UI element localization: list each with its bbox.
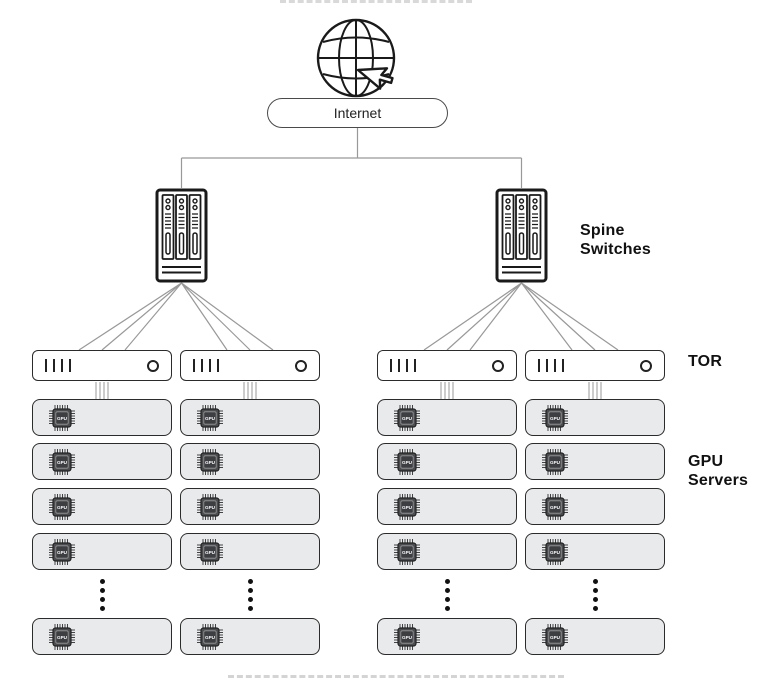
spine-switches-label: Spine Switches — [580, 222, 651, 258]
gpu-server — [32, 533, 172, 570]
ellipsis-more-servers — [32, 579, 172, 615]
port-ticks — [45, 359, 71, 372]
tor-switch — [525, 350, 665, 381]
gpu-server — [180, 618, 320, 655]
gpu-chip-icon — [392, 492, 422, 522]
gpu-chip-icon — [47, 403, 77, 433]
gpu-server — [525, 488, 665, 525]
led-port-icon — [640, 359, 652, 372]
gpu-server — [377, 488, 517, 525]
tor-switch — [32, 350, 172, 381]
gpu-chip-icon — [392, 403, 422, 433]
gpu-chip-icon — [540, 447, 570, 477]
gpu-chip-icon — [195, 492, 225, 522]
gpu-chip-icon — [540, 537, 570, 567]
tor-switch — [180, 350, 320, 381]
led-port-icon — [492, 359, 504, 372]
gpu-chip-icon — [392, 622, 422, 652]
gpu-chip-icon — [195, 447, 225, 477]
spine-switch-right-icon — [495, 188, 548, 283]
gpu-chip-icon — [540, 492, 570, 522]
gpu-server — [180, 399, 320, 436]
gpu-servers-label: GPU Servers — [688, 453, 749, 489]
gpu-server — [525, 399, 665, 436]
internet-node: Internet — [267, 98, 448, 128]
ellipsis-more-servers — [377, 579, 517, 615]
gpu-chip-icon — [195, 622, 225, 652]
bottom-dashed-edge — [228, 675, 564, 678]
cursor-arrow-icon — [356, 67, 394, 90]
gpu-server — [32, 488, 172, 525]
internet-label: Internet — [333, 105, 382, 121]
gpu-server — [377, 533, 517, 570]
port-ticks — [390, 359, 416, 372]
tor-label: TOR — [688, 353, 723, 370]
gpu-server — [525, 618, 665, 655]
gpu-server — [377, 399, 517, 436]
spine-fanout-left — [78, 282, 274, 351]
gpu-server — [525, 443, 665, 480]
spine-switch-left-icon — [155, 188, 208, 283]
port-ticks — [193, 359, 219, 372]
gpu-chip-icon — [195, 403, 225, 433]
gpu-chip-icon — [47, 537, 77, 567]
gpu-server — [525, 533, 665, 570]
tor-switch — [377, 350, 517, 381]
gpu-server — [180, 533, 320, 570]
gpu-chip-icon — [47, 492, 77, 522]
internet-to-spine-tree — [180, 128, 523, 188]
top-dashed-edge — [280, 0, 472, 3]
gpu-server — [32, 399, 172, 436]
port-ticks — [538, 359, 564, 372]
gpu-chip-icon — [392, 447, 422, 477]
gpu-chip-icon — [47, 447, 77, 477]
gpu-chip-icon — [195, 537, 225, 567]
gpu-server — [32, 443, 172, 480]
gpu-server — [377, 443, 517, 480]
gpu-server — [377, 618, 517, 655]
gpu-server — [180, 488, 320, 525]
gpu-chip-icon — [540, 403, 570, 433]
led-port-icon — [295, 359, 307, 372]
ellipsis-more-servers — [525, 579, 665, 615]
tor-to-server-cables — [95, 382, 602, 400]
gpu-server — [32, 618, 172, 655]
gpu-chip-icon — [540, 622, 570, 652]
gpu-chip-icon — [392, 537, 422, 567]
spine-fanout-right — [423, 282, 619, 351]
led-port-icon — [147, 359, 159, 372]
internet-globe-icon — [310, 16, 402, 102]
ellipsis-more-servers — [180, 579, 320, 615]
gpu-chip-icon — [47, 622, 77, 652]
gpu-server — [180, 443, 320, 480]
